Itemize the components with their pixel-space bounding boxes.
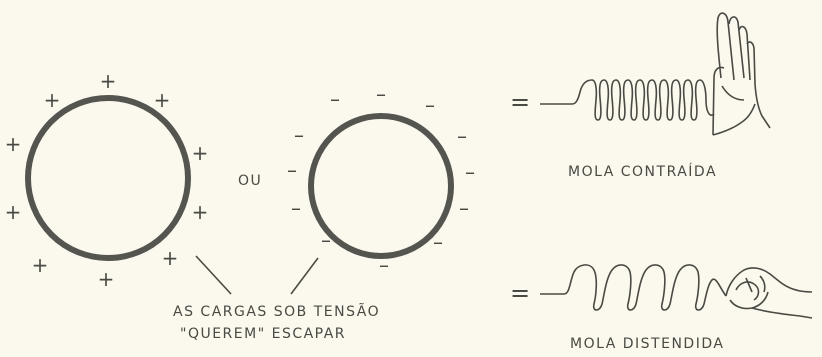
contracted-spring bbox=[540, 80, 714, 120]
negative-charge: – bbox=[454, 198, 474, 218]
caption-pointer-left bbox=[196, 256, 231, 294]
negative-charge: – bbox=[460, 162, 480, 182]
negative-charge: – bbox=[371, 84, 391, 104]
negative-charge: – bbox=[286, 198, 306, 218]
equals-sign-top: = bbox=[510, 92, 530, 112]
positive-charge: + bbox=[98, 71, 118, 91]
caption-pointer-right bbox=[291, 258, 318, 294]
negative-charge: – bbox=[452, 126, 472, 146]
spring-stretched-label: MOLA DISTENDIDA bbox=[570, 336, 724, 352]
negative-charge: – bbox=[316, 230, 336, 250]
negative-charge: – bbox=[325, 89, 345, 109]
stretched-spring bbox=[540, 265, 726, 310]
negative-charge: – bbox=[420, 95, 440, 115]
positive-charge: + bbox=[42, 90, 62, 110]
positive-charge: + bbox=[152, 90, 172, 110]
caption-line-2: "QUEREM" ESCAPAR bbox=[180, 326, 346, 342]
pulling-hand-drawing bbox=[726, 268, 812, 318]
positive-charge: + bbox=[3, 202, 23, 222]
caption-line-1: AS CARGAS SOB TENSÃO bbox=[173, 304, 380, 320]
positive-charge: + bbox=[190, 202, 210, 222]
spring-contracted-label: MOLA CONTRAÍDA bbox=[568, 164, 717, 180]
equals-sign-bottom: = bbox=[510, 283, 530, 303]
negative-charge: – bbox=[374, 255, 394, 275]
positive-charge: + bbox=[96, 269, 116, 289]
positive-charge: + bbox=[160, 248, 180, 268]
positive-charge: + bbox=[190, 143, 210, 163]
positive-charge: + bbox=[30, 255, 50, 275]
positive-sphere bbox=[28, 98, 188, 258]
negative-charge: – bbox=[428, 232, 448, 252]
pushing-hand-drawing bbox=[713, 13, 770, 135]
positive-charge: + bbox=[3, 134, 23, 154]
negative-charge: – bbox=[282, 160, 302, 180]
negative-charge: – bbox=[289, 125, 309, 145]
or-label: OU bbox=[238, 173, 262, 189]
